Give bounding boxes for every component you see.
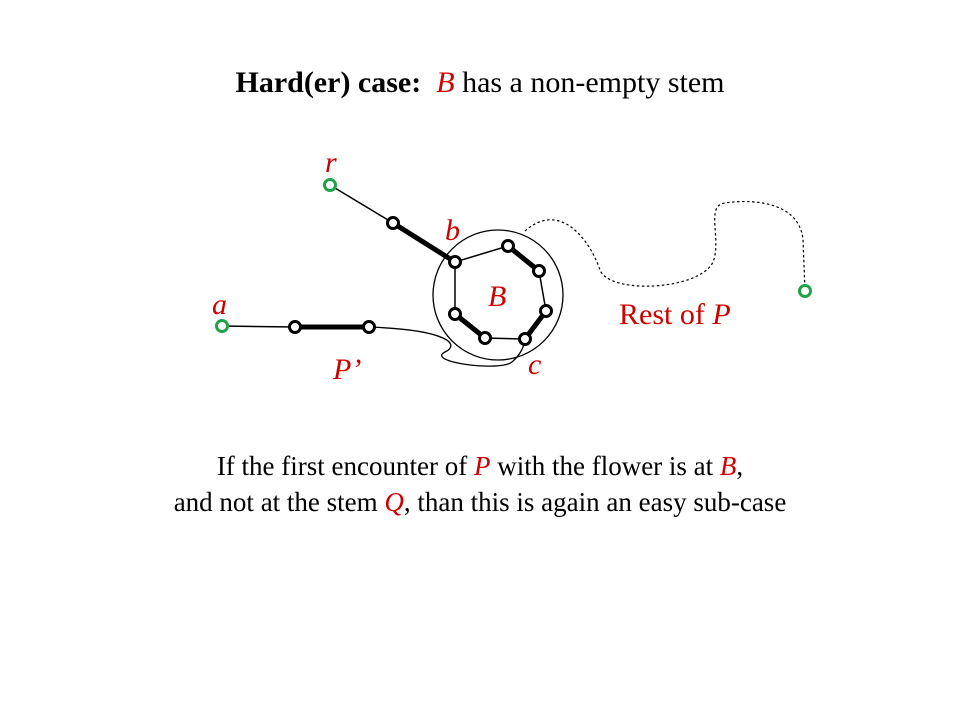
caption-line-1: If the first encounter of P with the flo… — [0, 448, 960, 484]
path-edge — [221, 325, 296, 328]
label-r: r — [325, 146, 337, 179]
caption: If the first encounter of P with the flo… — [0, 448, 960, 520]
stem-edge-matched — [391, 220, 457, 265]
caption-text: and not at the stem — [173, 487, 385, 517]
vertex-end-free — [798, 284, 812, 298]
vertex — [539, 304, 553, 318]
rest-of-path — [524, 200, 806, 292]
label-a: a — [212, 288, 227, 321]
label-c: c — [528, 348, 542, 381]
slide-title: Hard(er) case: B has a non-empty stem — [0, 66, 960, 100]
vertex — [501, 239, 515, 253]
vertex-b — [448, 255, 462, 269]
title-rest: has a non-empty stem — [454, 66, 725, 99]
caption-var-q: Q — [384, 487, 404, 517]
label-b: b — [445, 214, 460, 247]
caption-text: , than this is again an easy sub-case — [403, 487, 787, 517]
vertex — [288, 320, 302, 334]
vertex-c — [518, 332, 532, 346]
vertex — [448, 307, 462, 321]
stem-edge-unmatched — [329, 184, 394, 224]
label-rest-of-p-var: P — [712, 298, 731, 331]
caption-text: If the first encounter of — [216, 451, 474, 481]
label-rest-of-p: Rest of P — [619, 300, 731, 330]
title-blossom-var: B — [436, 66, 455, 99]
caption-line-2: and not at the stem Q, than this is agai… — [0, 484, 960, 520]
caption-var-p: P — [473, 451, 491, 481]
blossom-circle — [432, 229, 564, 361]
vertex — [478, 331, 492, 345]
cycle-edge — [454, 245, 509, 263]
vertex-r-free — [323, 178, 337, 192]
vertex-a-free — [215, 319, 229, 333]
label-p-prime: P’ — [333, 353, 362, 386]
caption-text: , — [736, 451, 744, 481]
caption-var-b: B — [719, 451, 737, 481]
caption-text: with the flower is at — [490, 451, 720, 481]
label-rest-of-p-text: Rest of — [619, 298, 713, 331]
vertex — [362, 320, 376, 334]
path-curve-to-c — [368, 326, 526, 367]
title-bold: Hard(er) case: — [235, 66, 422, 99]
vertex — [386, 216, 400, 230]
vertex — [532, 264, 546, 278]
label-blossom: B — [488, 280, 507, 313]
